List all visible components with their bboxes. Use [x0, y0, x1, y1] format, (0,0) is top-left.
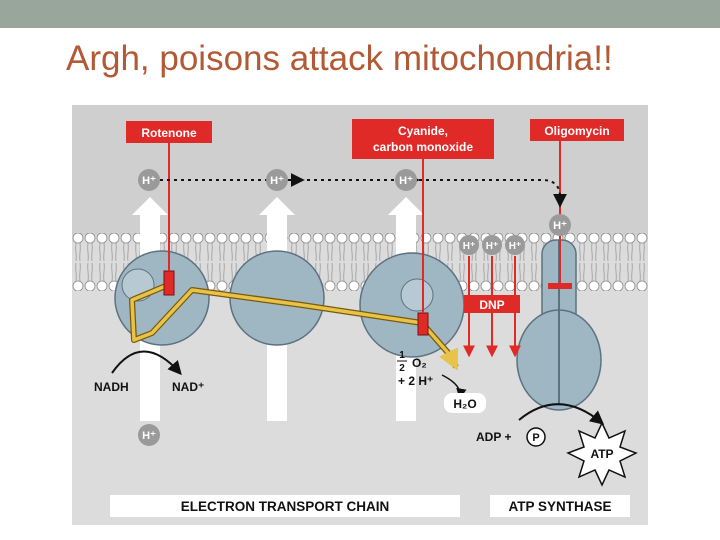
proton-badge: H⁺: [459, 235, 479, 255]
oxygen-reduction: 1 2 O₂ + 2 H⁺: [397, 350, 433, 388]
atp-synthase-footer: ATP SYNTHASE: [490, 495, 630, 517]
svg-text:ATP SYNTHASE: ATP SYNTHASE: [508, 499, 611, 514]
svg-text:O₂: O₂: [412, 356, 427, 370]
svg-text:H⁺: H⁺: [486, 241, 499, 252]
cyanide-block: [417, 312, 429, 336]
cyanide-label: Cyanide, carbon monoxide: [352, 119, 494, 159]
svg-text:H⁺: H⁺: [270, 175, 284, 187]
adp-label: ADP +: [476, 430, 511, 444]
proton-badge: H⁺: [482, 235, 502, 255]
dnp-label: DNP: [464, 295, 520, 313]
rotenone-label: Rotenone: [126, 121, 212, 143]
nad-plus-label: NAD⁺: [172, 380, 204, 394]
svg-text:Oligomycin: Oligomycin: [544, 124, 609, 138]
svg-text:carbon monoxide: carbon monoxide: [373, 140, 473, 154]
proton-badge: H⁺: [138, 169, 160, 191]
electron-path: [130, 283, 458, 371]
svg-text:H₂O: H₂O: [453, 397, 476, 411]
svg-text:ATP: ATP: [590, 447, 613, 461]
proton-badge: H⁺: [395, 169, 417, 191]
slide-title: Argh, poisons attack mitochondria!!: [66, 39, 613, 78]
svg-text:ELECTRON TRANSPORT CHAIN: ELECTRON TRANSPORT CHAIN: [181, 499, 390, 514]
mitochondria-diagram: Rotenone Cyanide, carbon monoxide Oligom…: [72, 105, 648, 525]
atp-synthase: [516, 239, 602, 411]
proton-badge: H⁺: [266, 169, 288, 191]
atp-starburst: ATP: [566, 421, 638, 487]
proton-badge: H⁺: [549, 214, 571, 236]
top-bar: [0, 0, 720, 28]
oligomycin-label: Oligomycin: [530, 119, 624, 141]
complex-iv: [359, 252, 465, 358]
nadh-label: NADH: [94, 380, 129, 394]
svg-text:H⁺: H⁺: [553, 220, 567, 232]
svg-text:+ 2 H⁺: + 2 H⁺: [398, 374, 433, 388]
svg-text:Rotenone: Rotenone: [141, 126, 197, 140]
svg-text:H⁺: H⁺: [142, 430, 156, 442]
svg-text:P: P: [532, 432, 539, 444]
svg-text:H⁺: H⁺: [509, 241, 522, 252]
svg-text:2: 2: [399, 363, 405, 374]
svg-text:Cyanide,: Cyanide,: [398, 124, 448, 138]
svg-text:H⁺: H⁺: [463, 241, 476, 252]
complex-i: [114, 250, 210, 346]
phosphate-badge: P: [526, 427, 546, 447]
nadh-arrow: [111, 350, 182, 376]
svg-text:H⁺: H⁺: [399, 175, 413, 187]
atp-synthesis-arrow: [518, 403, 605, 425]
svg-text:1: 1: [399, 350, 405, 361]
etc-footer: ELECTRON TRANSPORT CHAIN: [110, 495, 460, 517]
rotenone-block: [163, 270, 175, 296]
proton-badge: H⁺: [505, 235, 525, 255]
svg-text:H⁺: H⁺: [142, 175, 156, 187]
svg-text:DNP: DNP: [479, 298, 504, 312]
proton-badge: H⁺: [138, 424, 160, 446]
water-label: H₂O: [444, 393, 486, 413]
